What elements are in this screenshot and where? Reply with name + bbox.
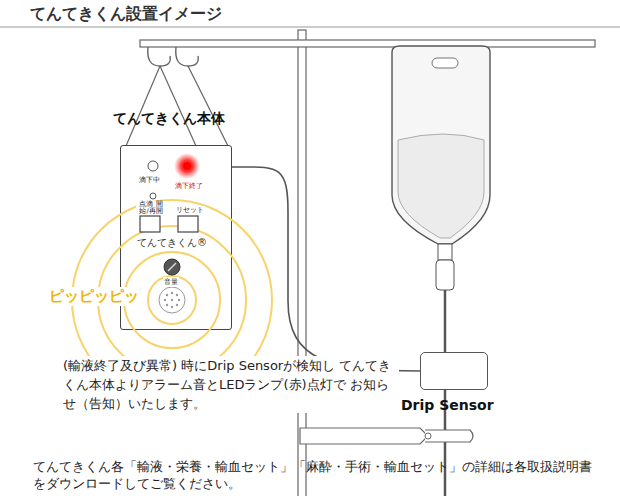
volume-label: 音量 [163,277,179,287]
button-label: 点滴 開始/再開 [136,201,166,215]
diagram-title: てんてきくん設置イメージ [30,4,222,25]
sensor-name: Drip Sensor [401,397,494,413]
sensor-cable [232,167,420,371]
sensor-box: Drip Sensor [420,352,488,390]
brand-label: てんてきくん® [136,236,208,250]
button-label: リセット [175,206,205,215]
status-label: 滴下中 [138,175,161,185]
caption: てんてきくん各「輸液・栄養・輸血セット」「麻酔・手術・輸血セット」の詳細は各取扱… [33,458,593,492]
sound-label: ピッピッピッ [48,287,140,306]
status-label: 滴下終了 [174,181,204,191]
device-name: てんてきくん本体 [113,110,225,128]
note-text: (輸液終了及び異常) 時にDrip Sensorが検知し てんてきくん本体よりア… [62,356,399,413]
